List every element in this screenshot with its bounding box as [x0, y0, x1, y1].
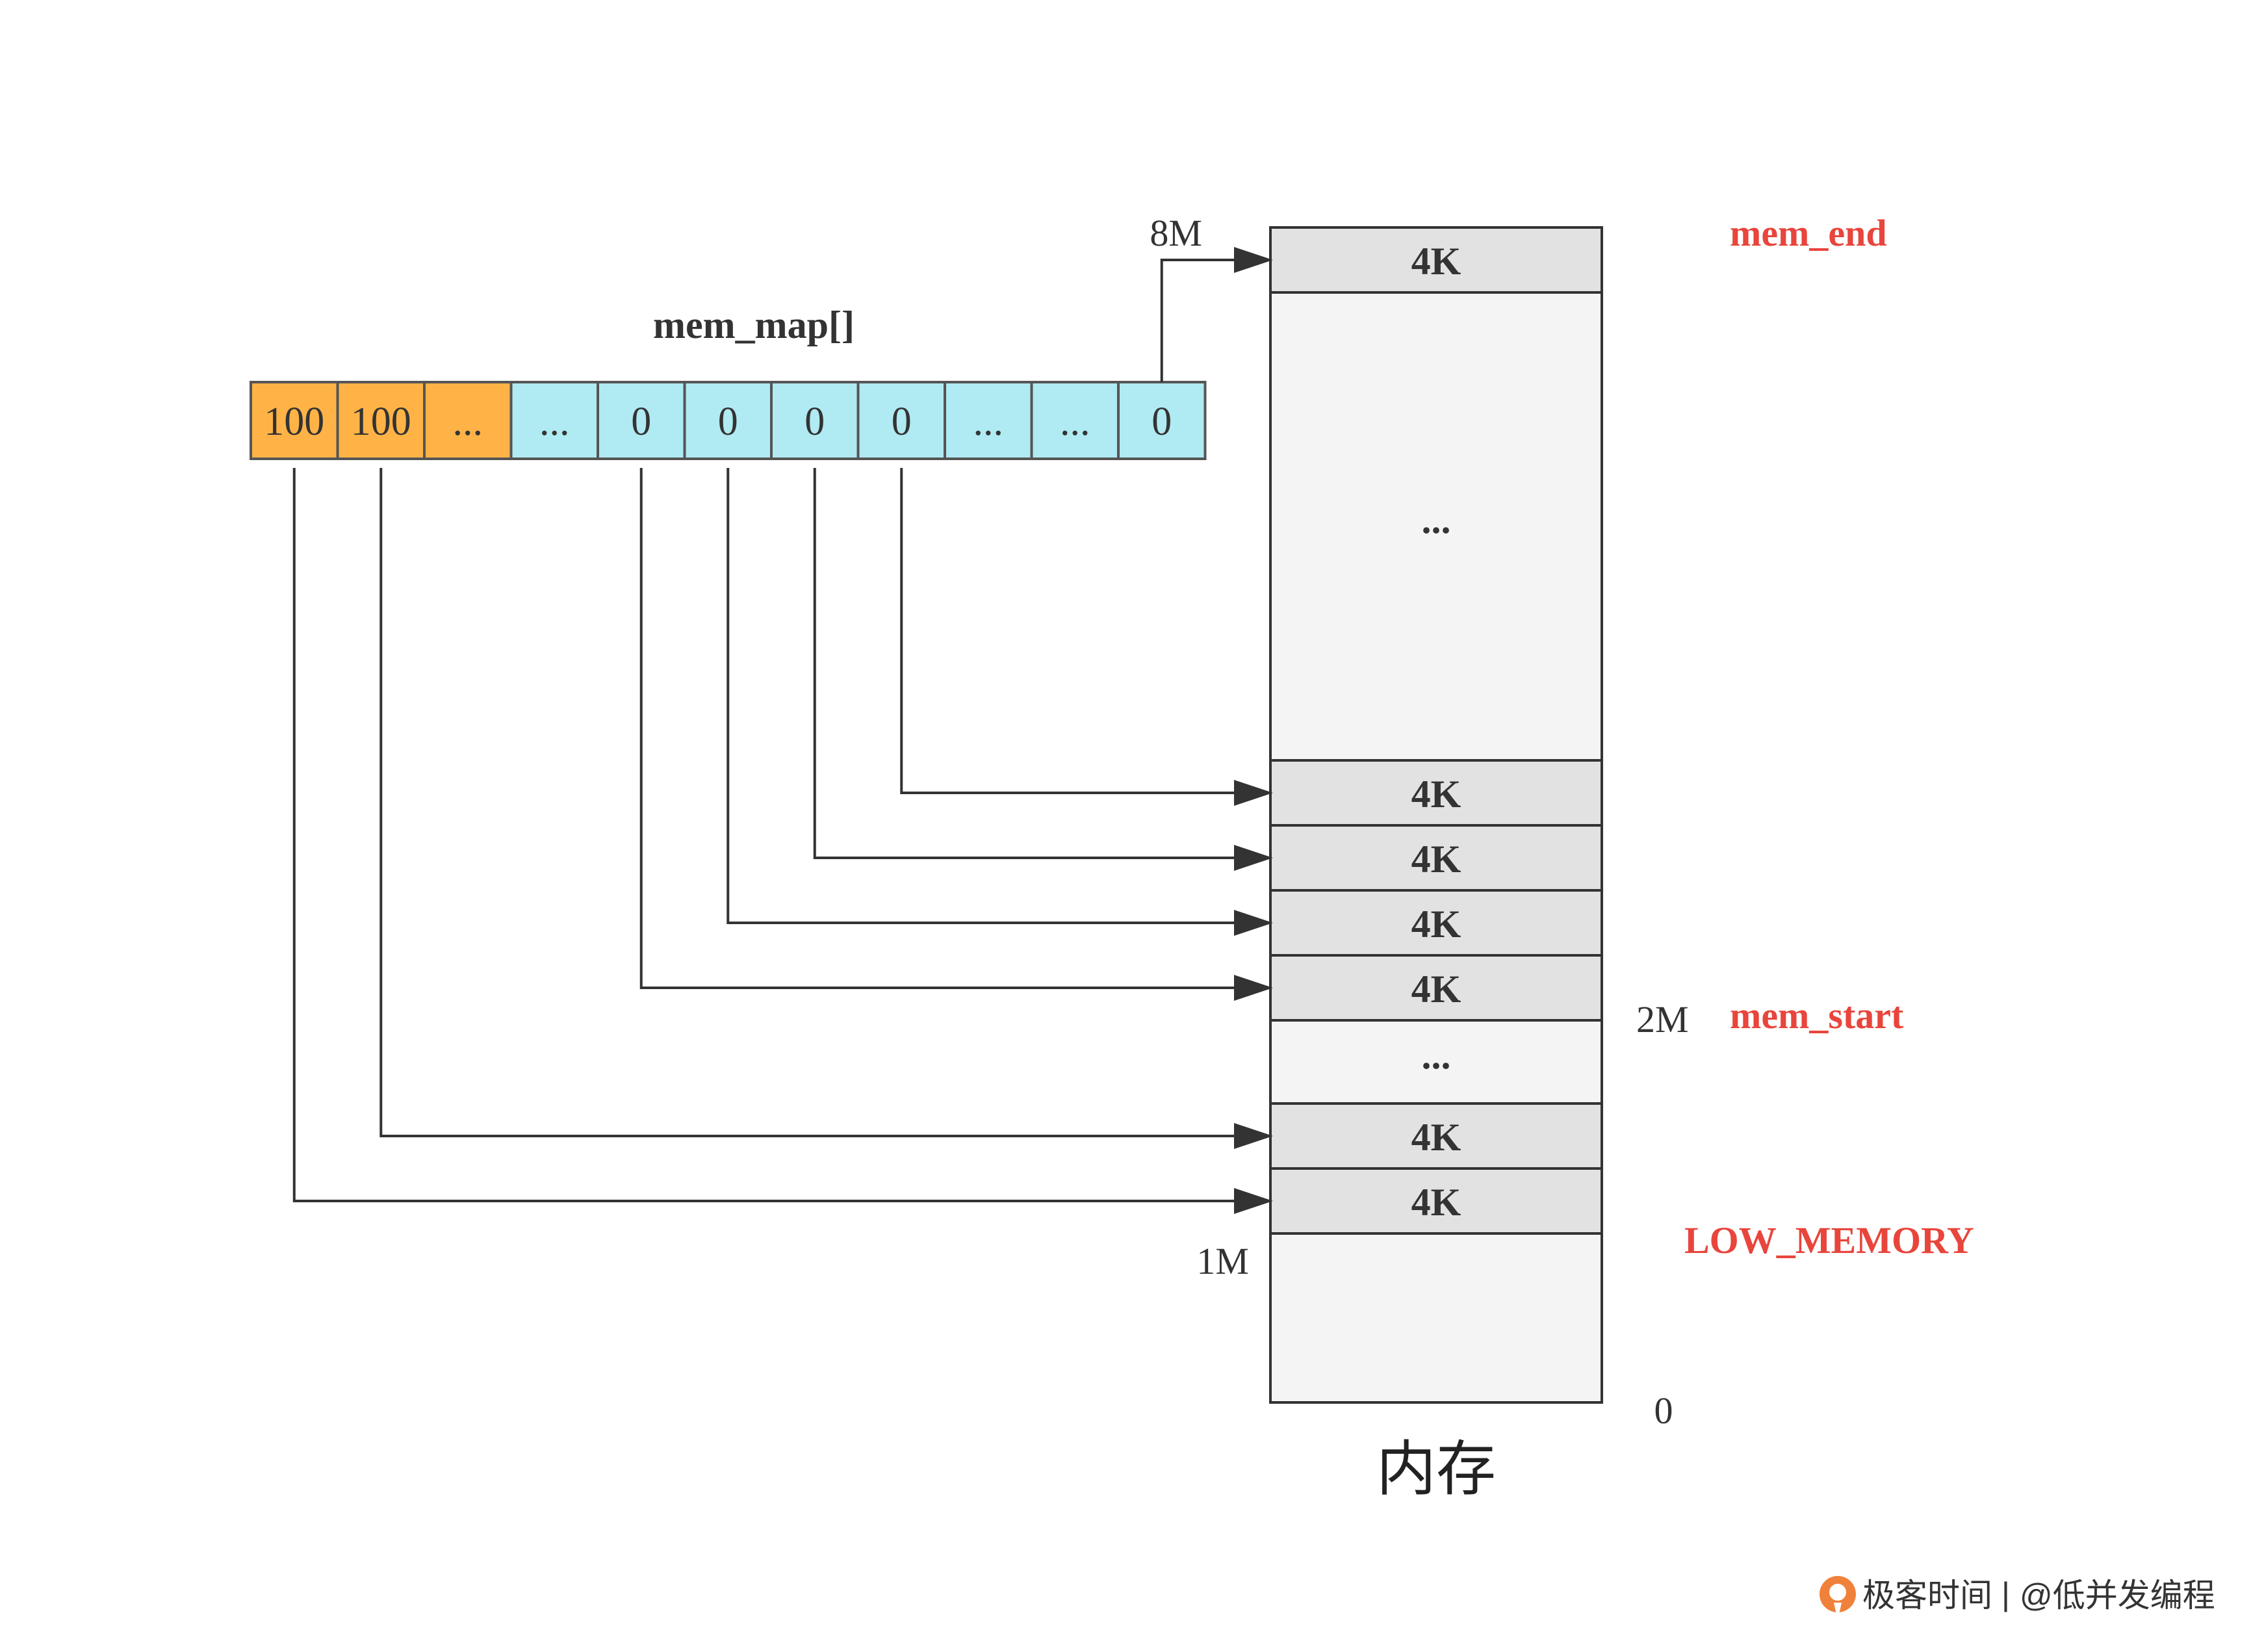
- array-cell-box: [336, 381, 426, 460]
- low-memory-label: LOW_MEMORY: [1684, 1219, 1974, 1261]
- memory-block-label: 4K: [1411, 1116, 1461, 1159]
- array-cell-value: ...: [973, 400, 1004, 444]
- array-cell-box: [423, 381, 513, 460]
- array-cell-value: 0: [1151, 400, 1172, 444]
- array-cell: 100: [250, 381, 339, 460]
- mem-start-label: mem_start: [1730, 994, 1904, 1037]
- memory-block-label: 4K: [1411, 838, 1461, 881]
- array-cell-box: [1117, 381, 1207, 460]
- arrow-line: [379, 468, 1237, 1137]
- memory-region: [1269, 1232, 1603, 1404]
- geektime-logo-icon: [1820, 1576, 1856, 1614]
- watermark: 极客时间 | @低并发编程: [1820, 1576, 2215, 1614]
- arrow-line: [727, 468, 1237, 924]
- array-cell: 0: [1117, 381, 1207, 460]
- mapping-arrow: [292, 468, 1273, 1214]
- memory-block-label: 4K: [1411, 773, 1461, 816]
- array-cell: 0: [597, 381, 686, 460]
- array-cell-value: 0: [804, 400, 825, 444]
- memory-page-block: 4K: [1269, 1167, 1603, 1235]
- array-cell-value: ...: [453, 400, 483, 444]
- array-cell-value: 100: [264, 400, 324, 444]
- watermark-separator: |: [2001, 1576, 2010, 1612]
- arrow-head: [1234, 910, 1273, 936]
- array-cell-box: [944, 381, 1033, 460]
- memory-block-label: 4K: [1411, 240, 1461, 283]
- address-label-2m: 2M: [1636, 998, 1689, 1040]
- arrow-head: [1234, 975, 1273, 1001]
- arrow-head: [1234, 780, 1273, 806]
- mapping-arrow: [727, 468, 1273, 936]
- array-cell-box: [683, 381, 773, 460]
- array-cell: 0: [856, 381, 946, 460]
- array-cell-box: [770, 381, 860, 460]
- array-cell: ...: [423, 381, 513, 460]
- array-cell-value: 0: [892, 400, 912, 444]
- memory-block-box: [1269, 1019, 1603, 1105]
- memory-page-block: 4K: [1269, 226, 1603, 294]
- arrow-head: [1234, 1188, 1273, 1214]
- array-cell: ...: [944, 381, 1033, 460]
- memory-ellipsis: ...: [1422, 1034, 1451, 1077]
- array-cell-value: ...: [1060, 400, 1090, 444]
- memory-block-label: 4K: [1411, 968, 1461, 1011]
- array-cell-box: [856, 381, 946, 460]
- arrow-connections: [292, 247, 1273, 1214]
- mapping-arrow: [813, 468, 1273, 871]
- address-label-0: 0: [1654, 1389, 1673, 1432]
- array-cell: 0: [683, 381, 773, 460]
- memory-block-box: [1269, 291, 1603, 762]
- memory-block-box: [1269, 1102, 1603, 1170]
- memory-page-block: 4K: [1269, 824, 1603, 892]
- array-cell: ...: [509, 381, 599, 460]
- arrow-line: [292, 468, 1237, 1202]
- array-cell: 100: [336, 381, 426, 460]
- array-cell: ...: [1030, 381, 1120, 460]
- memory-page-block: 4K: [1269, 759, 1603, 827]
- memory-block-box: [1269, 226, 1603, 294]
- mem-end-label: mem_end: [1730, 212, 1887, 254]
- memory-region: ...: [1269, 1019, 1603, 1105]
- array-title: mem_map[]: [653, 303, 855, 346]
- arrow-line: [639, 468, 1237, 989]
- arrow-head: [1234, 247, 1273, 273]
- arrow-head: [1234, 845, 1273, 871]
- mem-map-array: 100 100...... 0 0 0 0...... 0: [250, 381, 1207, 460]
- arrow-line: [900, 468, 1237, 794]
- address-label-8m: 8M: [1150, 212, 1202, 254]
- memory-region: ...: [1269, 291, 1603, 762]
- array-cell-value: ...: [539, 400, 570, 444]
- memory-block-label: 4K: [1411, 1181, 1461, 1224]
- array-cell-value: 0: [718, 400, 738, 444]
- memory-column: 4K... 4K 4K 4K 4K... 4K 4K: [1269, 226, 1603, 1404]
- arrow-line: [813, 468, 1237, 859]
- memory-page-block: 4K: [1269, 889, 1603, 957]
- memory-page-block: 4K: [1269, 954, 1603, 1022]
- arrow-line: [1160, 259, 1237, 382]
- array-cell-value: 100: [351, 400, 411, 444]
- array-cell-box: [597, 381, 686, 460]
- mapping-arrow: [639, 468, 1273, 1001]
- memory-block-box: [1269, 1167, 1603, 1235]
- address-label-1m: 1M: [1196, 1240, 1249, 1282]
- mapping-arrow: [379, 468, 1273, 1149]
- memory-page-block: 4K: [1269, 1102, 1603, 1170]
- arrow-head: [1234, 1123, 1273, 1149]
- watermark-author: @低并发编程: [2020, 1577, 2215, 1614]
- memory-block-box: [1269, 1232, 1603, 1404]
- memory-block-box: [1269, 759, 1603, 827]
- array-cell: 0: [770, 381, 860, 460]
- memory-ellipsis: ...: [1422, 498, 1451, 541]
- watermark-brand: 极客时间: [1862, 1577, 1992, 1614]
- array-cell-box: [250, 381, 339, 460]
- array-cell-value: 0: [631, 400, 651, 444]
- mapping-arrow: [1160, 247, 1273, 382]
- array-cell-box: [1030, 381, 1120, 460]
- mapping-arrow: [900, 468, 1273, 806]
- memory-caption: 内存: [1376, 1436, 1496, 1503]
- memory-block-label: 4K: [1411, 903, 1461, 946]
